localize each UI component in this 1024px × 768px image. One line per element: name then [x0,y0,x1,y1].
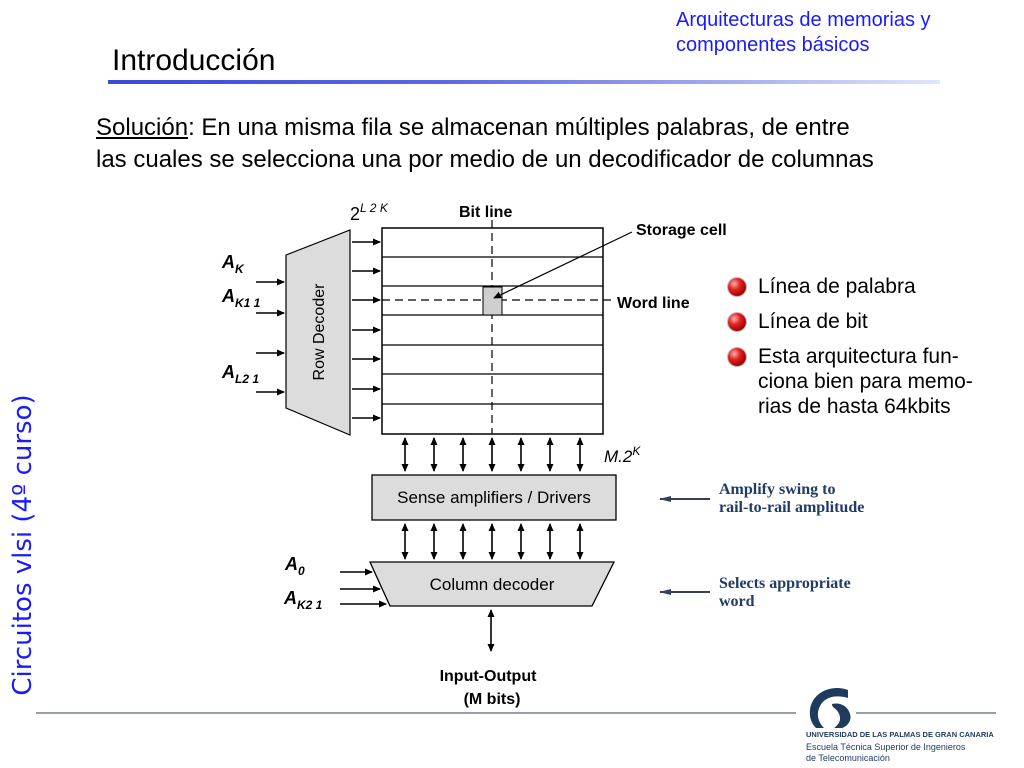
red-bullet-icon [728,348,746,366]
intro-paragraph: Solución: En una misma fila se almacenan… [96,112,1016,176]
word-line-label: Word line [617,295,690,312]
sense-amplifiers-block [371,474,617,521]
slide-title: Introducción [112,44,276,77]
row-decoder-block [285,229,351,436]
row-input-label: AK [221,252,245,276]
bullet-list: Línea de palabra Línea de bit Esta arqui… [726,274,1022,429]
storage-cell-pointer [493,231,633,299]
column-input-label: A0 [284,554,305,578]
title-underline [108,80,940,84]
bullet-item: Línea de palabra [726,274,1022,299]
sense-amplifiers-label: Sense amplifiers / Drivers [397,488,591,507]
storage-cell-label: Storage cell [636,222,727,239]
io-label-line1: Input-Output [440,668,538,685]
school-name-line2: de Telecomunicación [806,753,890,763]
amplify-note: Amplify swing to rail-to-rail amplitude [719,481,865,516]
course-header: Arquitecturas de memorias y componentes … [676,8,1016,58]
column-bus-arrows [401,523,584,560]
row-decoder-label: Row Decoder [311,283,328,381]
column-input-label: AK2 1 [283,588,323,612]
intro-line2: las cuales se selecciona una por medio d… [96,146,874,173]
bullet-item: Esta arquitectura fun- ciona bien para m… [726,344,1022,419]
row-decoder-input-arrows [256,278,285,396]
array-size-label: 2L 2 K [350,201,389,224]
footer-divider [36,712,796,714]
bitline-bus-arrows [401,437,584,472]
column-decoder-input-arrows [340,568,387,608]
intro-line1: : En una misma fila se almacenan múltipl… [188,114,850,141]
bullet-item: Línea de bit [726,309,1022,334]
column-count-label: M.2K [604,444,641,466]
footer-divider-right [856,712,996,714]
selects-note: Selects appropriate word [719,575,851,610]
course-title-line1: Arquitecturas de memorias y [676,9,931,31]
course-title-line2: componentes básicos [676,34,870,56]
column-decoder-block [368,561,616,607]
row-input-label: AK1 1 [221,286,261,310]
university-name: UNIVERSIDAD DE LAS PALMAS DE GRAN CANARI… [806,730,994,739]
red-bullet-icon [728,313,746,331]
bit-line-label: Bit line [459,204,512,221]
school-name-line1: Escuela Técnica Superior de Ingenieros [806,742,966,752]
university-emblem-icon [809,688,851,728]
column-decoder-label: Column decoder [430,575,555,594]
storage-cell-box [482,286,503,316]
intro-lead: Solución [96,114,189,141]
row-input-label: AL2 1 [221,362,259,386]
university-logo: UNIVERSIDAD DE LAS PALMAS DE GRAN CANARI… [800,688,1020,768]
red-bullet-icon [728,278,746,296]
io-label-line2: (M bits) [464,691,521,708]
word-line-arrows [352,238,381,422]
